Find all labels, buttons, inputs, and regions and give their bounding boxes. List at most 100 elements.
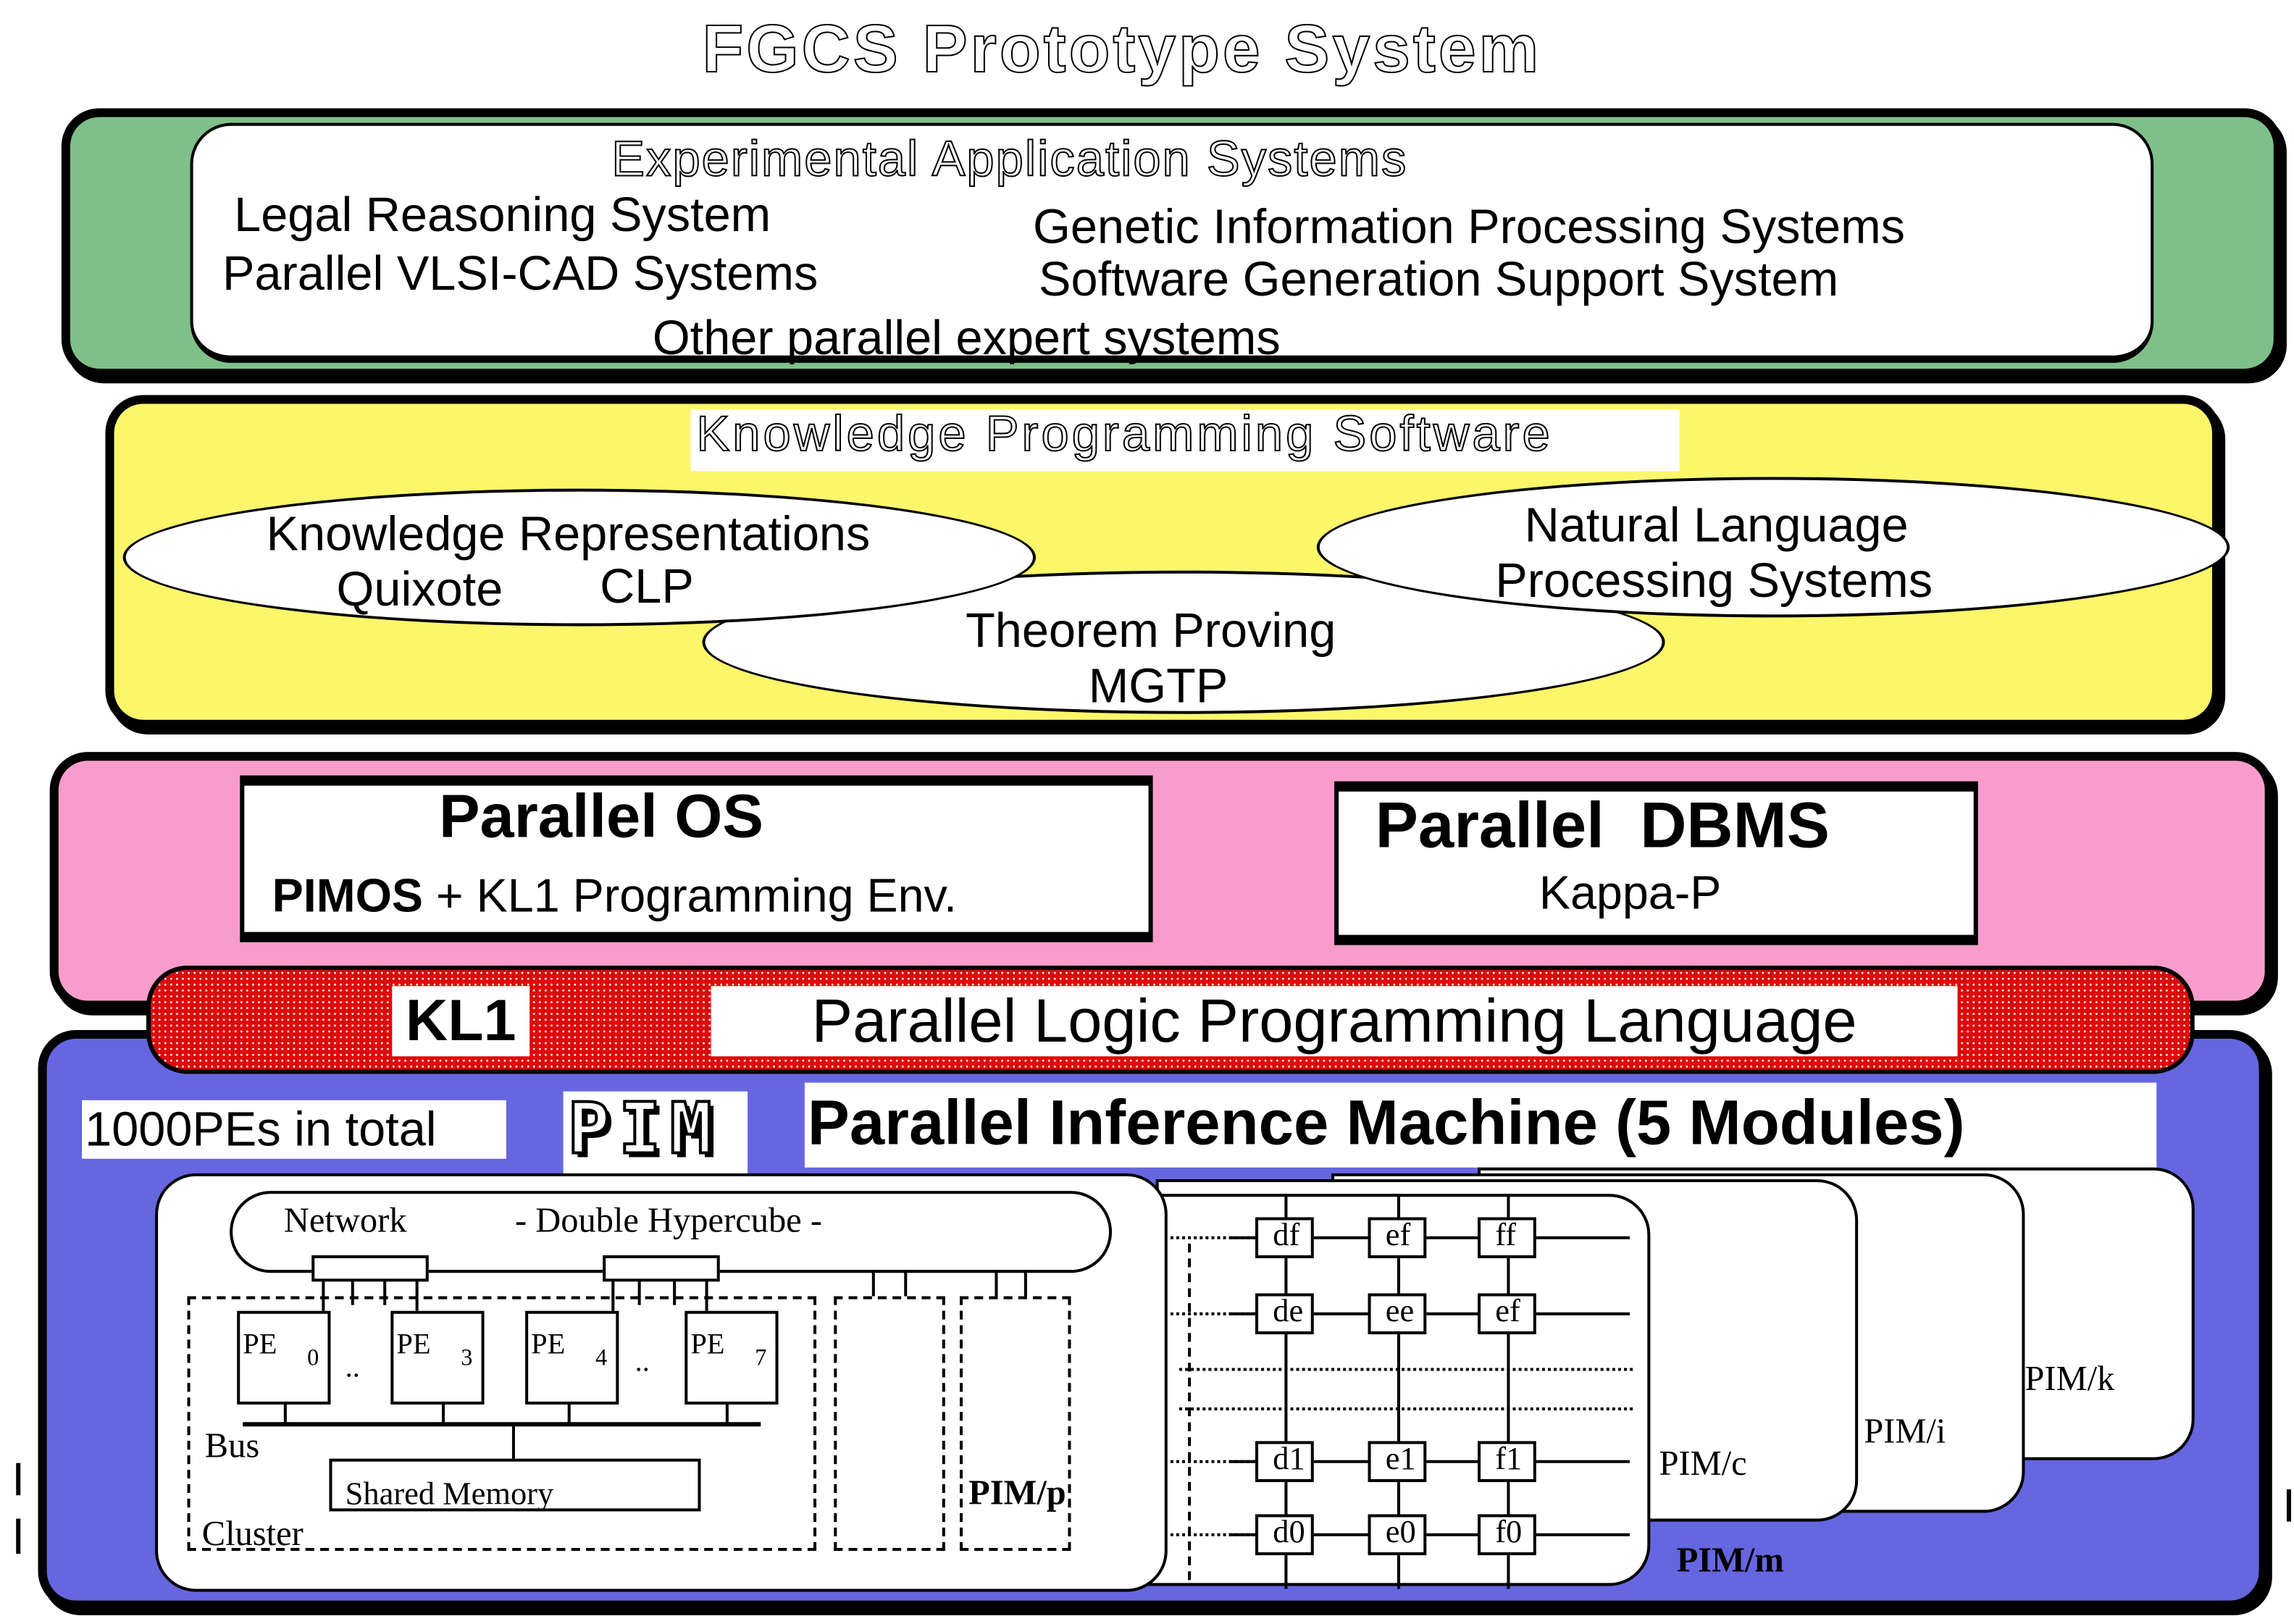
bus-drop [283, 1405, 287, 1426]
cluster-boundary [959, 1296, 1071, 1551]
router-link [637, 1281, 641, 1305]
module-label-pim-i: PIM/i [1864, 1413, 1946, 1452]
pim-logo: PIM [566, 1087, 721, 1172]
edge-mark [16, 1518, 21, 1554]
grid-node: ff [1477, 1217, 1536, 1259]
pe-box: PE 4 [525, 1310, 619, 1405]
pe-box: PE 0 [237, 1310, 331, 1405]
router-link [1023, 1270, 1027, 1297]
parallel-dbms-subtitle: Kappa-P [1539, 866, 1722, 919]
parallel-os-subtitle: PIMOS + KL1 Programming Env. [272, 869, 957, 924]
kl1-description: Parallel Logic Programming Language [711, 986, 1958, 1057]
nl-line1: Natural Language [1524, 497, 1909, 552]
pe-label: PE [396, 1328, 431, 1361]
pe-total-label: 1000PEs in total [82, 1100, 506, 1159]
app-other-expert: Other parallel expert systems [652, 310, 1281, 364]
grid-node: df [1255, 1217, 1314, 1259]
bus-drop [725, 1405, 729, 1426]
pe-index: 7 [755, 1346, 767, 1371]
grid-dotted-link [1170, 1236, 1255, 1239]
bus-label: Bus [204, 1428, 260, 1466]
diagram-title: FGCS Prototype System [701, 9, 1542, 87]
pe-label: PE [690, 1328, 725, 1361]
natural-language-ellipse [1316, 477, 2230, 618]
router-box [603, 1255, 720, 1282]
edge-mark [2286, 1489, 2292, 1522]
app-software-generation: Software Generation Support System [1039, 251, 1839, 306]
grid-dotted-row [1179, 1368, 1633, 1371]
router-link [351, 1281, 354, 1305]
knowledge-heading-box [690, 409, 1680, 472]
parallel-os-box [240, 775, 1153, 942]
application-panel [190, 122, 2154, 363]
grid-dashed-column [1188, 1243, 1192, 1581]
router-link [995, 1270, 998, 1297]
grid-dotted-link [1170, 1533, 1255, 1536]
grid-row-link [1228, 1460, 1631, 1463]
cluster-boundary [187, 1296, 817, 1551]
pe-ellipsis: .. [345, 1352, 360, 1384]
kr-title: Knowledge Representations [266, 506, 871, 561]
tp-line1: Theorem Proving [966, 603, 1336, 657]
cluster-label: Cluster [201, 1515, 304, 1554]
module-label-pim-k: PIM/k [2025, 1360, 2115, 1399]
pe-label: PE [531, 1328, 566, 1361]
pe-label: PE [243, 1328, 277, 1361]
module-label-pim-m: PIM/m [1676, 1541, 1784, 1581]
tp-line2: MGTP [1088, 658, 1228, 713]
parallel-dbms-box [1334, 781, 1978, 945]
kl1-label: KL1 [392, 986, 530, 1057]
bus-drop [567, 1405, 571, 1426]
grid-row-link [1228, 1312, 1631, 1315]
router-link [383, 1281, 387, 1305]
grid-node: e0 [1368, 1514, 1427, 1556]
kr-clp: CLP [600, 558, 694, 614]
grid-node: ef [1477, 1293, 1536, 1335]
module-label-pim-p: PIM/p [968, 1474, 1066, 1513]
bus-drop [441, 1405, 445, 1426]
router-link [904, 1270, 908, 1297]
parallel-os-title: Parallel OS [438, 781, 763, 850]
grid-dotted-row [1179, 1407, 1633, 1411]
grid-node: ee [1368, 1293, 1427, 1335]
grid-dotted-link [1170, 1312, 1255, 1315]
grid-row-link [1228, 1236, 1631, 1239]
cluster-boundary [834, 1296, 945, 1551]
grid-node: d1 [1255, 1441, 1314, 1483]
pim-logo-box [563, 1091, 748, 1176]
router-link [871, 1270, 875, 1297]
grid-node: e1 [1368, 1441, 1427, 1483]
network-label: Network [283, 1202, 407, 1241]
nl-line2: Processing Systems [1495, 553, 1933, 608]
grid-node: d0 [1255, 1514, 1314, 1556]
grid-column-link [1397, 1194, 1400, 1589]
app-legal-reasoning: Legal Reasoning System [234, 187, 771, 242]
parallel-dbms-title: Parallel DBMS [1375, 790, 1830, 862]
pe-index: 3 [461, 1346, 473, 1371]
pe-index: 0 [307, 1346, 319, 1371]
hypercube-label: - Double Hypercube - [514, 1202, 822, 1241]
grid-node: f0 [1477, 1514, 1536, 1556]
app-vlsi-cad: Parallel VLSI-CAD Systems [222, 246, 819, 301]
applications-heading: Experimental Application Systems [611, 131, 1408, 188]
router-box [311, 1255, 429, 1282]
pe-box: PE 3 [390, 1310, 485, 1405]
pe-box: PE 7 [685, 1310, 779, 1405]
knowledge-heading: Knowledge Programming Software [695, 406, 1553, 463]
bus-line [243, 1422, 761, 1427]
pe-index: 4 [595, 1346, 608, 1371]
pim-title: Parallel Inference Machine (5 Modules) [804, 1082, 2157, 1168]
grid-column-link [1284, 1194, 1288, 1589]
module-label-pim-c: PIM/c [1659, 1445, 1747, 1484]
kr-quixote: Quixote [336, 561, 503, 616]
edge-mark [16, 1462, 21, 1496]
app-genetic-info: Genetic Information Processing Systems [1032, 198, 1905, 254]
memory-link [511, 1425, 515, 1460]
grid-row-link [1228, 1533, 1631, 1536]
shared-memory-box [329, 1458, 701, 1512]
grid-node: ef [1368, 1217, 1427, 1259]
kl1-env-label: + KL1 Programming Env. [435, 868, 958, 922]
grid-node: f1 [1477, 1441, 1536, 1483]
shared-memory-label: Shared Memory [345, 1474, 554, 1512]
pe-ellipsis: .. [635, 1346, 650, 1378]
